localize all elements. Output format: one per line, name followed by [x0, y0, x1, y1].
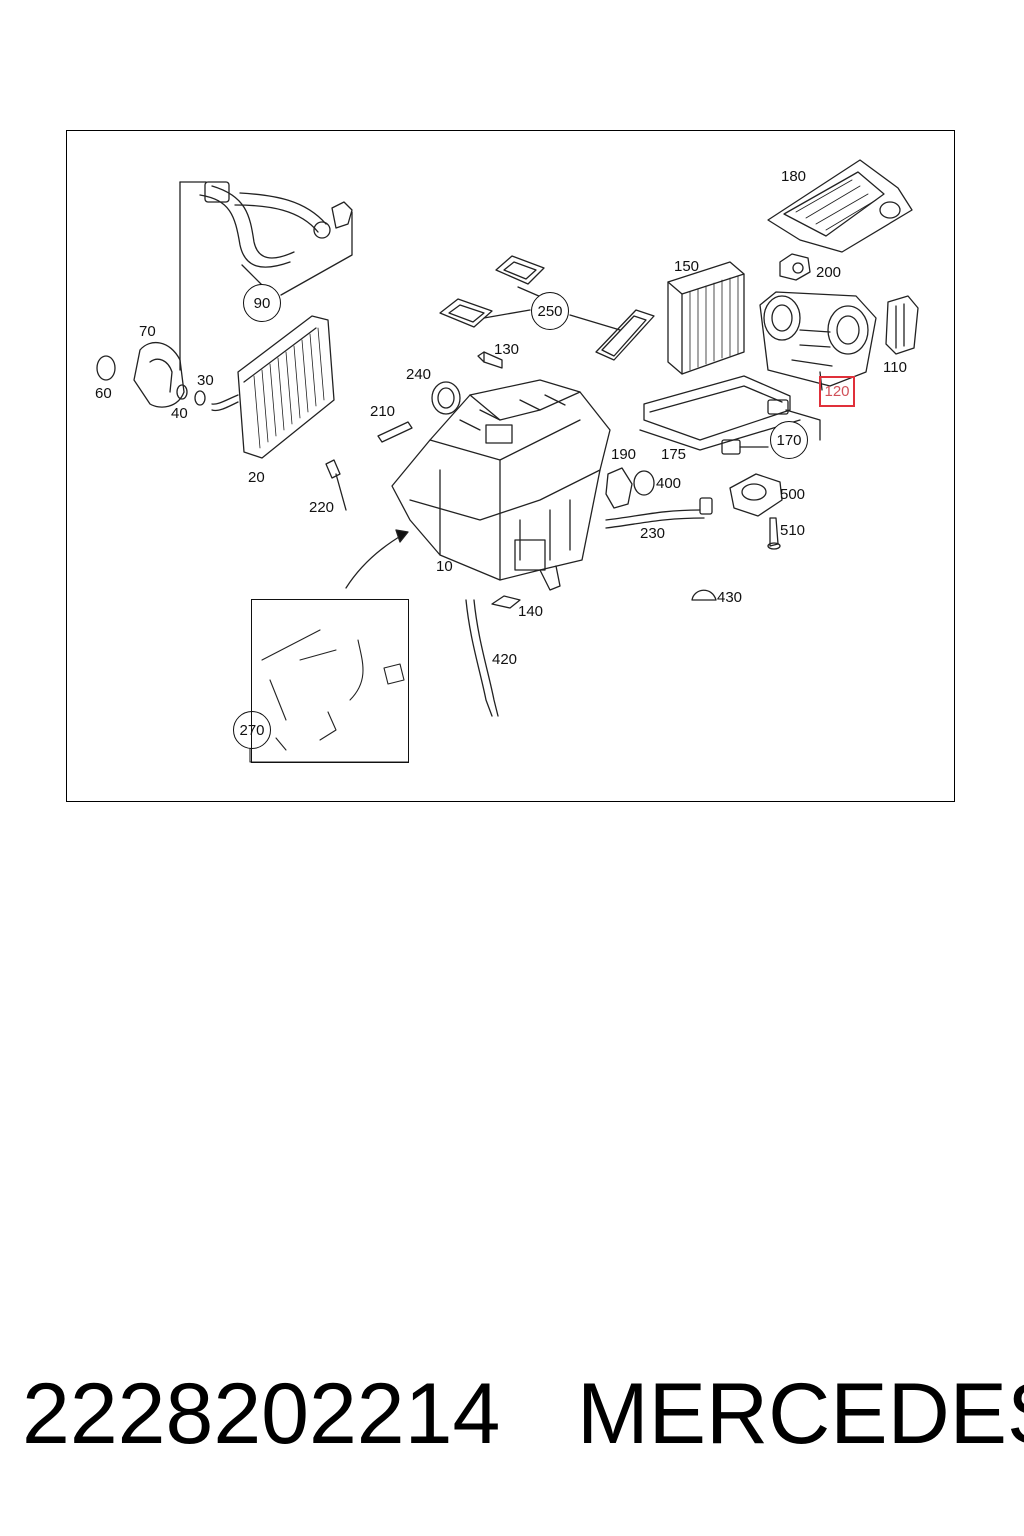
diagram-frame — [66, 130, 955, 802]
sensor-210 — [377, 421, 413, 443]
blower-housing-180 — [767, 159, 913, 253]
cap-240 — [431, 381, 461, 415]
grommet-400 — [633, 470, 655, 496]
label-210: 210 — [370, 403, 396, 420]
callout-170: 170 — [770, 421, 808, 459]
label-110: 110 — [883, 359, 907, 376]
callout-270: 270 — [233, 711, 271, 749]
brand-name: MERCEDES — [577, 1366, 1024, 1462]
label-200: 200 — [816, 264, 842, 281]
label-430: 430 — [717, 589, 743, 606]
label-60: 60 — [95, 385, 112, 402]
label-140: 140 — [518, 603, 544, 620]
label-240: 240 — [406, 366, 432, 383]
blower-unit-120 — [759, 291, 877, 391]
label-30: 30 — [197, 372, 214, 389]
label-510: 510 — [780, 522, 806, 539]
clip-140 — [491, 595, 521, 609]
label-230: 230 — [640, 525, 666, 542]
linkage-inset-box — [251, 599, 409, 763]
plug-430 — [691, 589, 717, 601]
footer: 2228202214 MERCEDES — [0, 1365, 1024, 1475]
label-190: 190 — [611, 446, 637, 463]
label-220: 220 — [309, 499, 335, 516]
label-175: 175 — [661, 446, 687, 463]
callout-90: 90 — [243, 284, 281, 322]
drain-hose-420 — [465, 599, 499, 717]
hose-230 — [605, 497, 713, 529]
flap-190 — [605, 467, 633, 509]
cabin-filter-150 — [667, 261, 745, 375]
screw-130 — [477, 351, 503, 369]
label-70: 70 — [139, 323, 156, 340]
label-150: 150 — [674, 258, 700, 275]
label-40: 40 — [171, 405, 188, 422]
evaporator-20 — [211, 315, 335, 459]
label-10: 10 — [436, 558, 453, 575]
sensor-220 — [325, 459, 347, 511]
bolt-510 — [767, 517, 781, 550]
actuator-200 — [779, 253, 811, 281]
label-420: 420 — [492, 651, 518, 668]
hvac-housing-10 — [391, 379, 611, 591]
seal-250 — [439, 255, 655, 361]
cover-110 — [885, 295, 919, 355]
part-number: 2228202214 — [22, 1366, 501, 1462]
label-400: 400 — [656, 475, 682, 492]
module-500 — [729, 473, 783, 517]
refrigerant-pipe-90 — [179, 181, 353, 371]
label-500: 500 — [780, 486, 806, 503]
label-20: 20 — [248, 469, 265, 486]
label-130: 130 — [494, 341, 520, 358]
highlighted-part-120[interactable]: 120 — [819, 376, 855, 407]
panel-175 — [639, 375, 821, 455]
expansion-valve-70 — [96, 341, 206, 408]
pointer-arrow — [345, 529, 409, 589]
label-180: 180 — [781, 168, 807, 185]
callout-250: 250 — [531, 292, 569, 330]
